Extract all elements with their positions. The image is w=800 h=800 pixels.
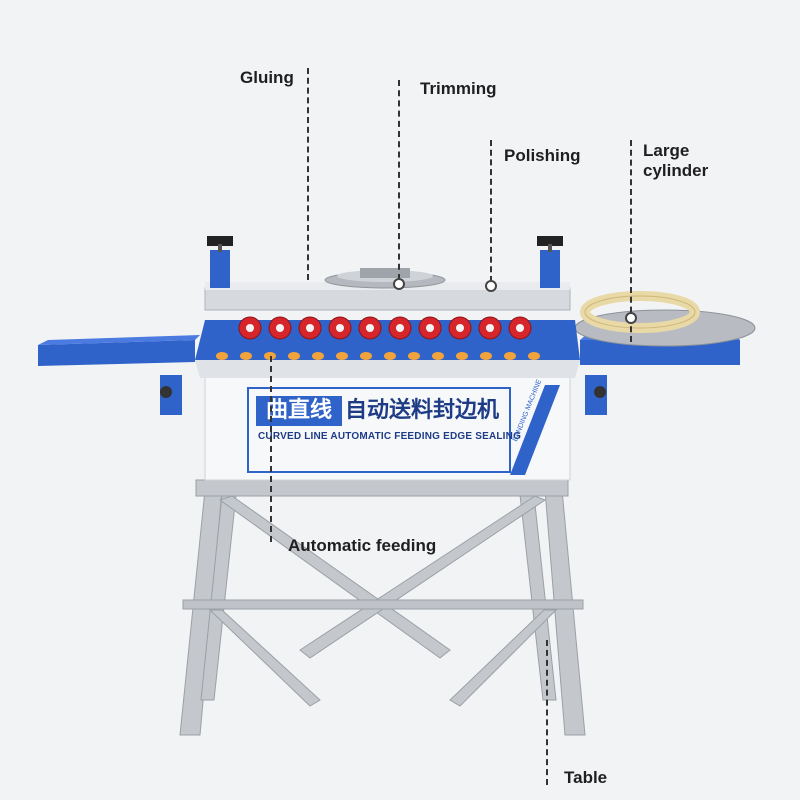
feeding-roller — [240, 352, 252, 360]
trimming-callout-dot — [393, 278, 405, 290]
large-cylinder-callout-dot — [625, 312, 637, 324]
label-polishing: Polishing — [504, 146, 581, 165]
trimming-callout-line — [398, 80, 400, 280]
feeding-roller — [288, 352, 300, 360]
roller-hub — [336, 324, 344, 332]
feeding-roller — [504, 352, 516, 360]
feeding-roller — [432, 352, 444, 360]
polishing-callout-dot — [485, 280, 497, 292]
roller-hub — [306, 324, 314, 332]
table-callout-line — [546, 640, 548, 785]
left-table — [38, 335, 200, 415]
roller-hub — [366, 324, 374, 332]
automatic-feeding-callout-line — [270, 356, 272, 542]
feeding-roller — [456, 352, 468, 360]
roller-hub — [486, 324, 494, 332]
feeding-roller — [528, 352, 540, 360]
feeding-roller — [216, 352, 228, 360]
feeding-roller — [480, 352, 492, 360]
label-trimming: Trimming — [420, 79, 497, 98]
panel-chinese-highlight: 曲直线 — [256, 396, 342, 426]
table-stand — [179, 479, 586, 736]
feeding-roller — [360, 352, 372, 360]
feeding-roller — [408, 352, 420, 360]
label-large-cylinder-line2: cylinder — [643, 161, 709, 180]
feeding-roller — [384, 352, 396, 360]
panel-chinese-title: 自动送料封边机 — [345, 398, 500, 423]
polishing-callout-line — [490, 140, 492, 282]
roller-hub — [456, 324, 464, 332]
roller-row — [238, 316, 532, 340]
roller-hub — [516, 324, 524, 332]
roller-hub — [246, 324, 254, 332]
label-automatic-feeding: Automatic feeding — [288, 536, 437, 555]
large-cylinder-callout-line — [630, 140, 632, 342]
feeding-roller-row — [216, 352, 540, 360]
feeding-roller — [336, 352, 348, 360]
panel-english-title: CURVED LINE AUTOMATIC FEEDING EDGE SEALI… — [258, 431, 522, 442]
roller-hub — [276, 324, 284, 332]
label-large-cylinder: Large cylinder — [643, 141, 708, 181]
large-cylinder — [574, 291, 756, 347]
label-large-cylinder-line1: Large — [643, 141, 690, 160]
label-table: Table — [564, 768, 608, 787]
feeding-roller — [312, 352, 324, 360]
gluing-callout-line — [307, 68, 309, 280]
roller-hub — [426, 324, 434, 332]
label-gluing: Gluing — [240, 68, 294, 87]
roller-hub — [396, 324, 404, 332]
